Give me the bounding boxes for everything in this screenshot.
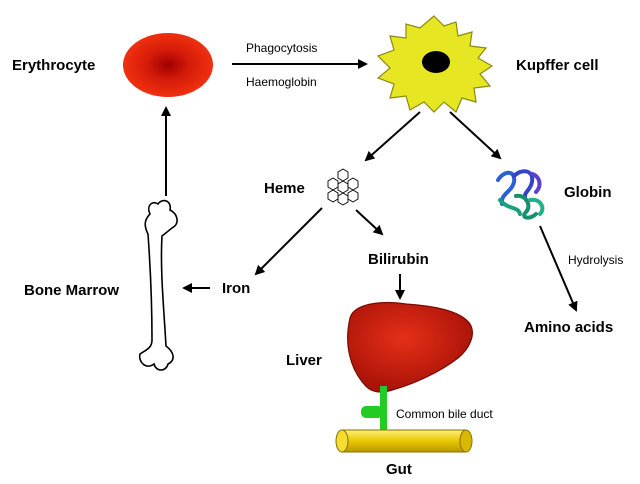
- erythrocyte-icon: [123, 33, 213, 97]
- gut-label: Gut: [386, 461, 412, 478]
- arrow-heme-to-bilirubin: [355, 209, 384, 236]
- arrow-kupffer-to-heme: [364, 111, 421, 162]
- bone-icon: [138, 199, 178, 371]
- kupffer-cell-label: Kupffer cell: [516, 57, 599, 74]
- erythrocyte-label: Erythrocyte: [12, 57, 95, 74]
- heme-label: Heme: [264, 180, 305, 197]
- haemoglobin-label: Haemoglobin: [246, 75, 317, 89]
- amino-acids-label: Amino acids: [524, 319, 613, 336]
- bone-marrow-label: Bone Marrow: [24, 282, 119, 299]
- gut-end-right-icon: [459, 429, 473, 453]
- common-bile-duct-icon: [380, 386, 387, 434]
- hydrolysis-label: Hydrolysis: [568, 253, 623, 267]
- bilirubin-label: Bilirubin: [368, 251, 429, 268]
- kupffer-nucleus-icon: [422, 51, 450, 73]
- globin-protein-icon: [496, 169, 545, 220]
- heme-ring-icon: [327, 168, 359, 206]
- phagocytosis-label: Phagocytosis: [246, 41, 317, 55]
- globin-label: Globin: [564, 184, 612, 201]
- common-bile-duct-label: Common bile duct: [396, 407, 493, 421]
- gallbladder-duct-icon: [361, 406, 383, 418]
- iron-label: Iron: [222, 280, 250, 297]
- liver-icon: [347, 301, 473, 393]
- liver-label: Liver: [286, 352, 322, 369]
- gut-icon: [341, 429, 467, 453]
- gut-end-left-icon: [335, 429, 349, 453]
- arrow-kupffer-to-globin: [449, 111, 502, 160]
- arrow-globin-to-amino-acids: [539, 225, 578, 312]
- arrow-heme-to-iron: [254, 207, 323, 276]
